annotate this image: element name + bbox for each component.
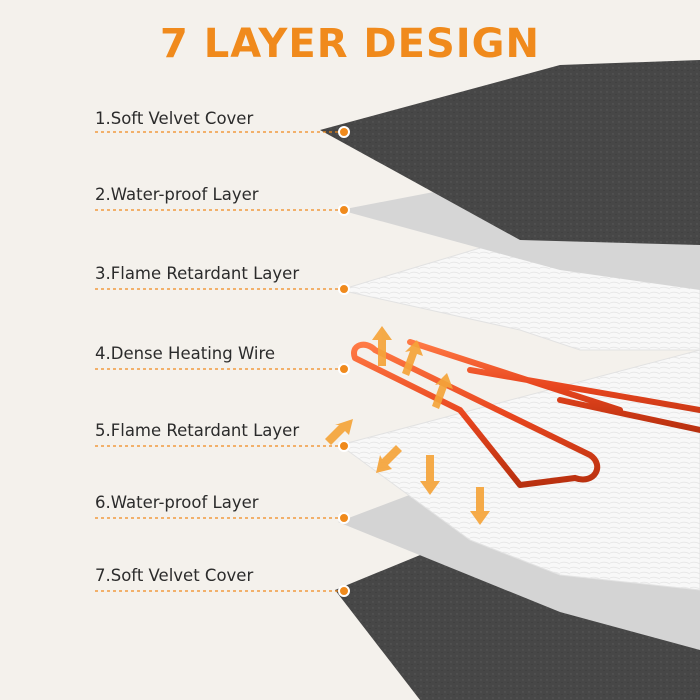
layer-label-4: 4.Dense Heating Wire (95, 344, 276, 363)
heating-wire (351, 339, 700, 488)
layer-label-7: 7.Soft Velvet Cover (95, 566, 254, 585)
layer-label-2: 2.Water-proof Layer (95, 185, 259, 204)
layer-5-flame-retardant-sheet (338, 349, 700, 591)
layer-1-velvet-sheet (320, 60, 700, 245)
page-title: 7 LAYER DESIGN (160, 21, 540, 67)
heat-arrows (325, 326, 490, 525)
layer-label-6: 6.Water-proof Layer (95, 493, 259, 512)
layer-label-5: 5.Flame Retardant Layer (95, 421, 300, 440)
leader-dots (338, 126, 350, 597)
layer-label-1: 1.Soft Velvet Cover (95, 109, 254, 128)
leader-lines (95, 131, 340, 592)
layer-label-3: 3.Flame Retardant Layer (95, 264, 300, 283)
